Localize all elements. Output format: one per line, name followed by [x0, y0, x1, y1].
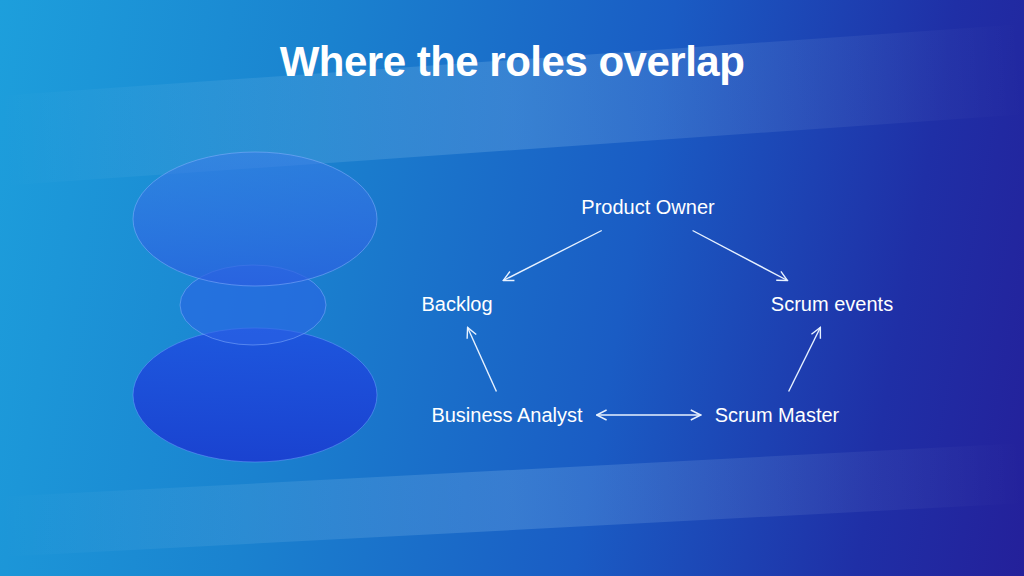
role-label: Backlog [417, 291, 496, 318]
role-label: Business Analyst [427, 402, 586, 429]
light-streak [0, 443, 1024, 557]
diagram-title: Where the roles overlap [0, 38, 1024, 86]
node-text: Business Analyst [431, 404, 582, 427]
arrow-connector [693, 231, 788, 281]
node-text: Scrum Master [715, 404, 839, 427]
arrow-connector [503, 231, 601, 281]
disc [133, 328, 377, 462]
arrow-connector [789, 328, 821, 392]
arrow-connector [597, 414, 701, 415]
role-label: Scrum Master [711, 402, 843, 429]
arrow-connector [468, 328, 497, 392]
role-label: Scrum events [767, 291, 897, 318]
role-label: Product Owner [577, 194, 718, 221]
node-text: Product Owner [581, 196, 714, 219]
disc [133, 152, 377, 286]
light-streak [0, 24, 1024, 185]
node-text: Scrum events [771, 293, 893, 316]
node-text: Backlog [421, 293, 492, 316]
